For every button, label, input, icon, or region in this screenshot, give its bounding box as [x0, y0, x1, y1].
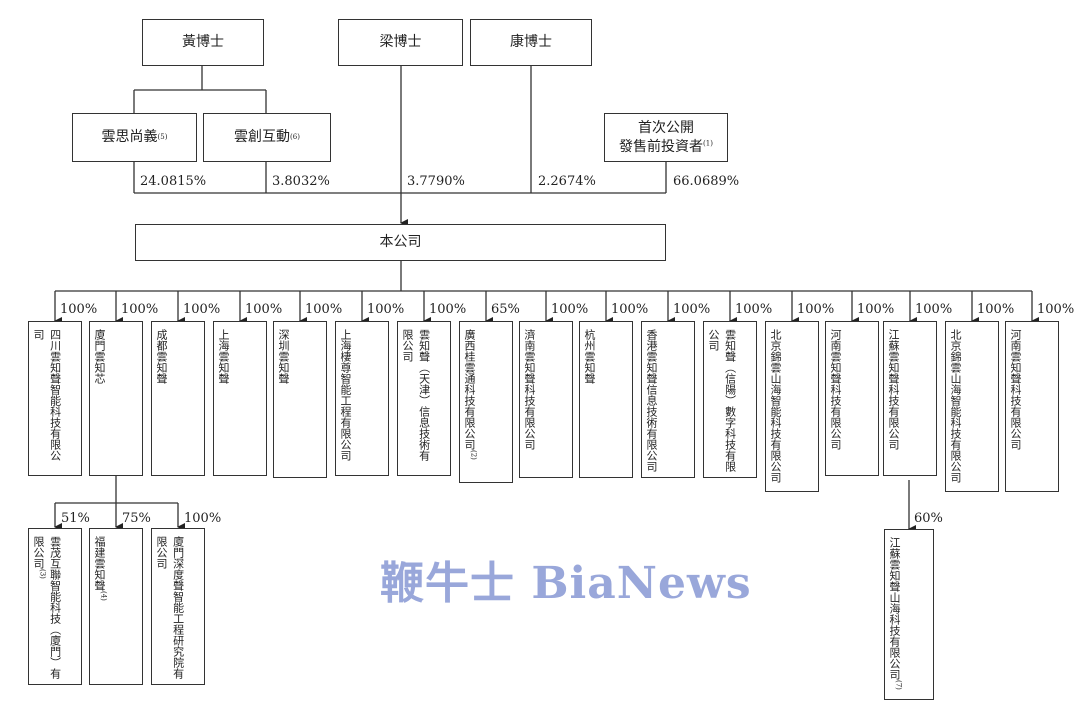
subsidiary-box: 江蘇雲知聲科技有限公司: [883, 321, 937, 476]
footnote-mark: (1): [703, 138, 713, 147]
subsidiary-name: 江蘇雲知聲科技有限公司: [887, 329, 900, 450]
pct-yunchuang: 3.8032%: [272, 174, 330, 189]
subsidiary-box: 廈門雲知芯: [89, 321, 143, 476]
xiamen-child-pct: 51%: [61, 511, 90, 526]
pct-kang: 2.2674%: [538, 174, 596, 189]
company-name: 本公司: [379, 234, 422, 251]
xiamen-child-box: 雲茂互聯智能科技（廈門）有限公司(3): [28, 528, 82, 685]
footnote-mark: (2): [469, 450, 478, 460]
subsidiary-box: 深圳雲知聲: [273, 321, 327, 478]
subsidiary-box: 四川雲知聲智能科技有限公司: [28, 321, 82, 476]
holding-name: 雲創互動: [234, 129, 291, 146]
subsidiary-pct: 100%: [611, 302, 649, 317]
shareholder-dr-kang: 康博士: [470, 19, 592, 66]
company-box: 本公司: [135, 224, 666, 261]
footnote-mark: (5): [157, 132, 168, 141]
shareholder-dr-huang: 黃博士: [142, 19, 264, 66]
subsidiary-name: 河南雲知聲科技有限公司: [829, 329, 842, 450]
subsidiary-pct: 100%: [60, 302, 98, 317]
subsidiary-pct: 100%: [429, 302, 467, 317]
subsidiary-box: 雲知聲（信陽）數字科技有限公司: [703, 321, 757, 478]
subsidiary-pct: 100%: [551, 302, 589, 317]
subsidiary-name: 雲知聲（信陽）數字科技有限公司: [707, 329, 737, 472]
pct-liang: 3.7790%: [407, 174, 465, 189]
subsidiary-pct: 100%: [977, 302, 1015, 317]
subsidiary-box: 河南雲知聲科技有限公司: [1005, 321, 1059, 492]
subsidiary-box: 雲知聲（天津）信息技術有限公司: [397, 321, 451, 476]
jiangsu-child-name: 江蘇雲知聲山海科技有限公司: [888, 537, 901, 680]
footnote-mark: (3): [38, 569, 47, 579]
shareholder-name: 康博士: [510, 34, 552, 51]
subsidiary-pct: 100%: [121, 302, 159, 317]
subsidiary-box: 廣西桂雲通科技有限公司(2): [459, 321, 513, 483]
subsidiary-box: 上海雲知聲: [213, 321, 267, 476]
xiamen-child-name: 雲茂互聯智能科技（廈門）有限公司: [32, 536, 62, 679]
subsidiary-box: 河南雲知聲科技有限公司: [825, 321, 879, 476]
subsidiary-name: 上海雲知聲: [217, 329, 230, 384]
subsidiary-pct: 100%: [673, 302, 711, 317]
subsidiary-box: 成都雲知聲: [151, 321, 205, 476]
shareholder-dr-liang: 梁博士: [338, 19, 463, 66]
xiamen-child-box: 廈門深度聲智能工程研究院有限公司: [151, 528, 205, 685]
pct-ipo: 66.0689%: [673, 174, 740, 189]
pct-yunsi: 24.0815%: [140, 174, 207, 189]
subsidiary-name: 四川雲知聲智能科技有限公司: [32, 329, 62, 461]
subsidiary-name: 河南雲知聲科技有限公司: [1009, 329, 1022, 450]
holding-yunsi: 雲思尚義(5): [72, 113, 197, 162]
jiangsu-child-box: 江蘇雲知聲山海科技有限公司(7): [884, 529, 934, 700]
xiamen-child-name: 廈門深度聲智能工程研究院有限公司: [155, 536, 185, 679]
xiamen-child-box: 福建雲知聲(4): [89, 528, 143, 685]
subsidiary-name: 廈門雲知芯: [93, 329, 106, 384]
subsidiary-name: 深圳雲知聲: [277, 329, 290, 384]
subsidiary-box: 北京錦雲山海智能科技有限公司: [765, 321, 819, 492]
ipo-line1: 首次公開: [637, 119, 694, 136]
footnote-mark: (4): [99, 591, 108, 601]
subsidiary-pct: 100%: [797, 302, 835, 317]
subsidiary-box: 上海棲尊智能工程有限公司: [335, 321, 389, 476]
subsidiary-pct: 100%: [183, 302, 221, 317]
subsidiary-name: 杭州雲知聲: [583, 329, 596, 384]
subsidiary-name: 北京錦雲山海智能科技有限公司: [769, 329, 782, 483]
subsidiary-pct: 100%: [367, 302, 405, 317]
subsidiary-name: 北京錦雲山海智能科技有限公司: [949, 329, 962, 483]
subsidiary-pct: 100%: [857, 302, 895, 317]
shareholder-name: 梁博士: [379, 34, 422, 51]
xiamen-child-pct: 100%: [184, 511, 222, 526]
subsidiary-box: 杭州雲知聲: [579, 321, 633, 478]
xiamen-child-name: 福建雲知聲: [93, 536, 106, 591]
subsidiary-pct: 65%: [491, 302, 520, 317]
ipo-line2: 發售前投資者: [619, 138, 704, 155]
pre-ipo-investors: 首次公開發售前投資者(1): [604, 113, 728, 162]
subsidiary-name: 上海棲尊智能工程有限公司: [339, 329, 352, 461]
subsidiary-name: 雲知聲（天津）信息技術有限公司: [401, 329, 431, 461]
subsidiary-name: 濟南雲知聲科技有限公司: [523, 329, 536, 450]
subsidiary-pct: 100%: [305, 302, 343, 317]
holding-name: 雲思尚義: [101, 129, 158, 146]
subsidiary-name: 香港雲知聲信息技術有限公司: [645, 329, 658, 472]
subsidiary-pct: 100%: [735, 302, 773, 317]
footnote-mark: (6): [290, 132, 300, 141]
xiamen-child-pct: 75%: [122, 511, 151, 526]
subsidiary-name: 廣西桂雲通科技有限公司: [463, 329, 476, 450]
subsidiary-box: 濟南雲知聲科技有限公司: [519, 321, 573, 478]
holding-yunchuang: 雲創互動(6): [203, 113, 331, 162]
shareholder-name: 黃博士: [182, 34, 224, 51]
watermark: 鞭牛士 BiaNews: [380, 558, 752, 609]
subsidiary-box: 北京錦雲山海智能科技有限公司: [945, 321, 999, 492]
footnote-mark: (7): [894, 680, 903, 690]
subsidiary-name: 成都雲知聲: [155, 329, 168, 384]
subsidiary-pct: 100%: [245, 302, 283, 317]
subsidiary-pct: 100%: [1037, 302, 1075, 317]
subsidiary-pct: 100%: [915, 302, 953, 317]
subsidiary-box: 香港雲知聲信息技術有限公司: [641, 321, 695, 478]
pct-jiangsu-child: 60%: [914, 511, 943, 526]
